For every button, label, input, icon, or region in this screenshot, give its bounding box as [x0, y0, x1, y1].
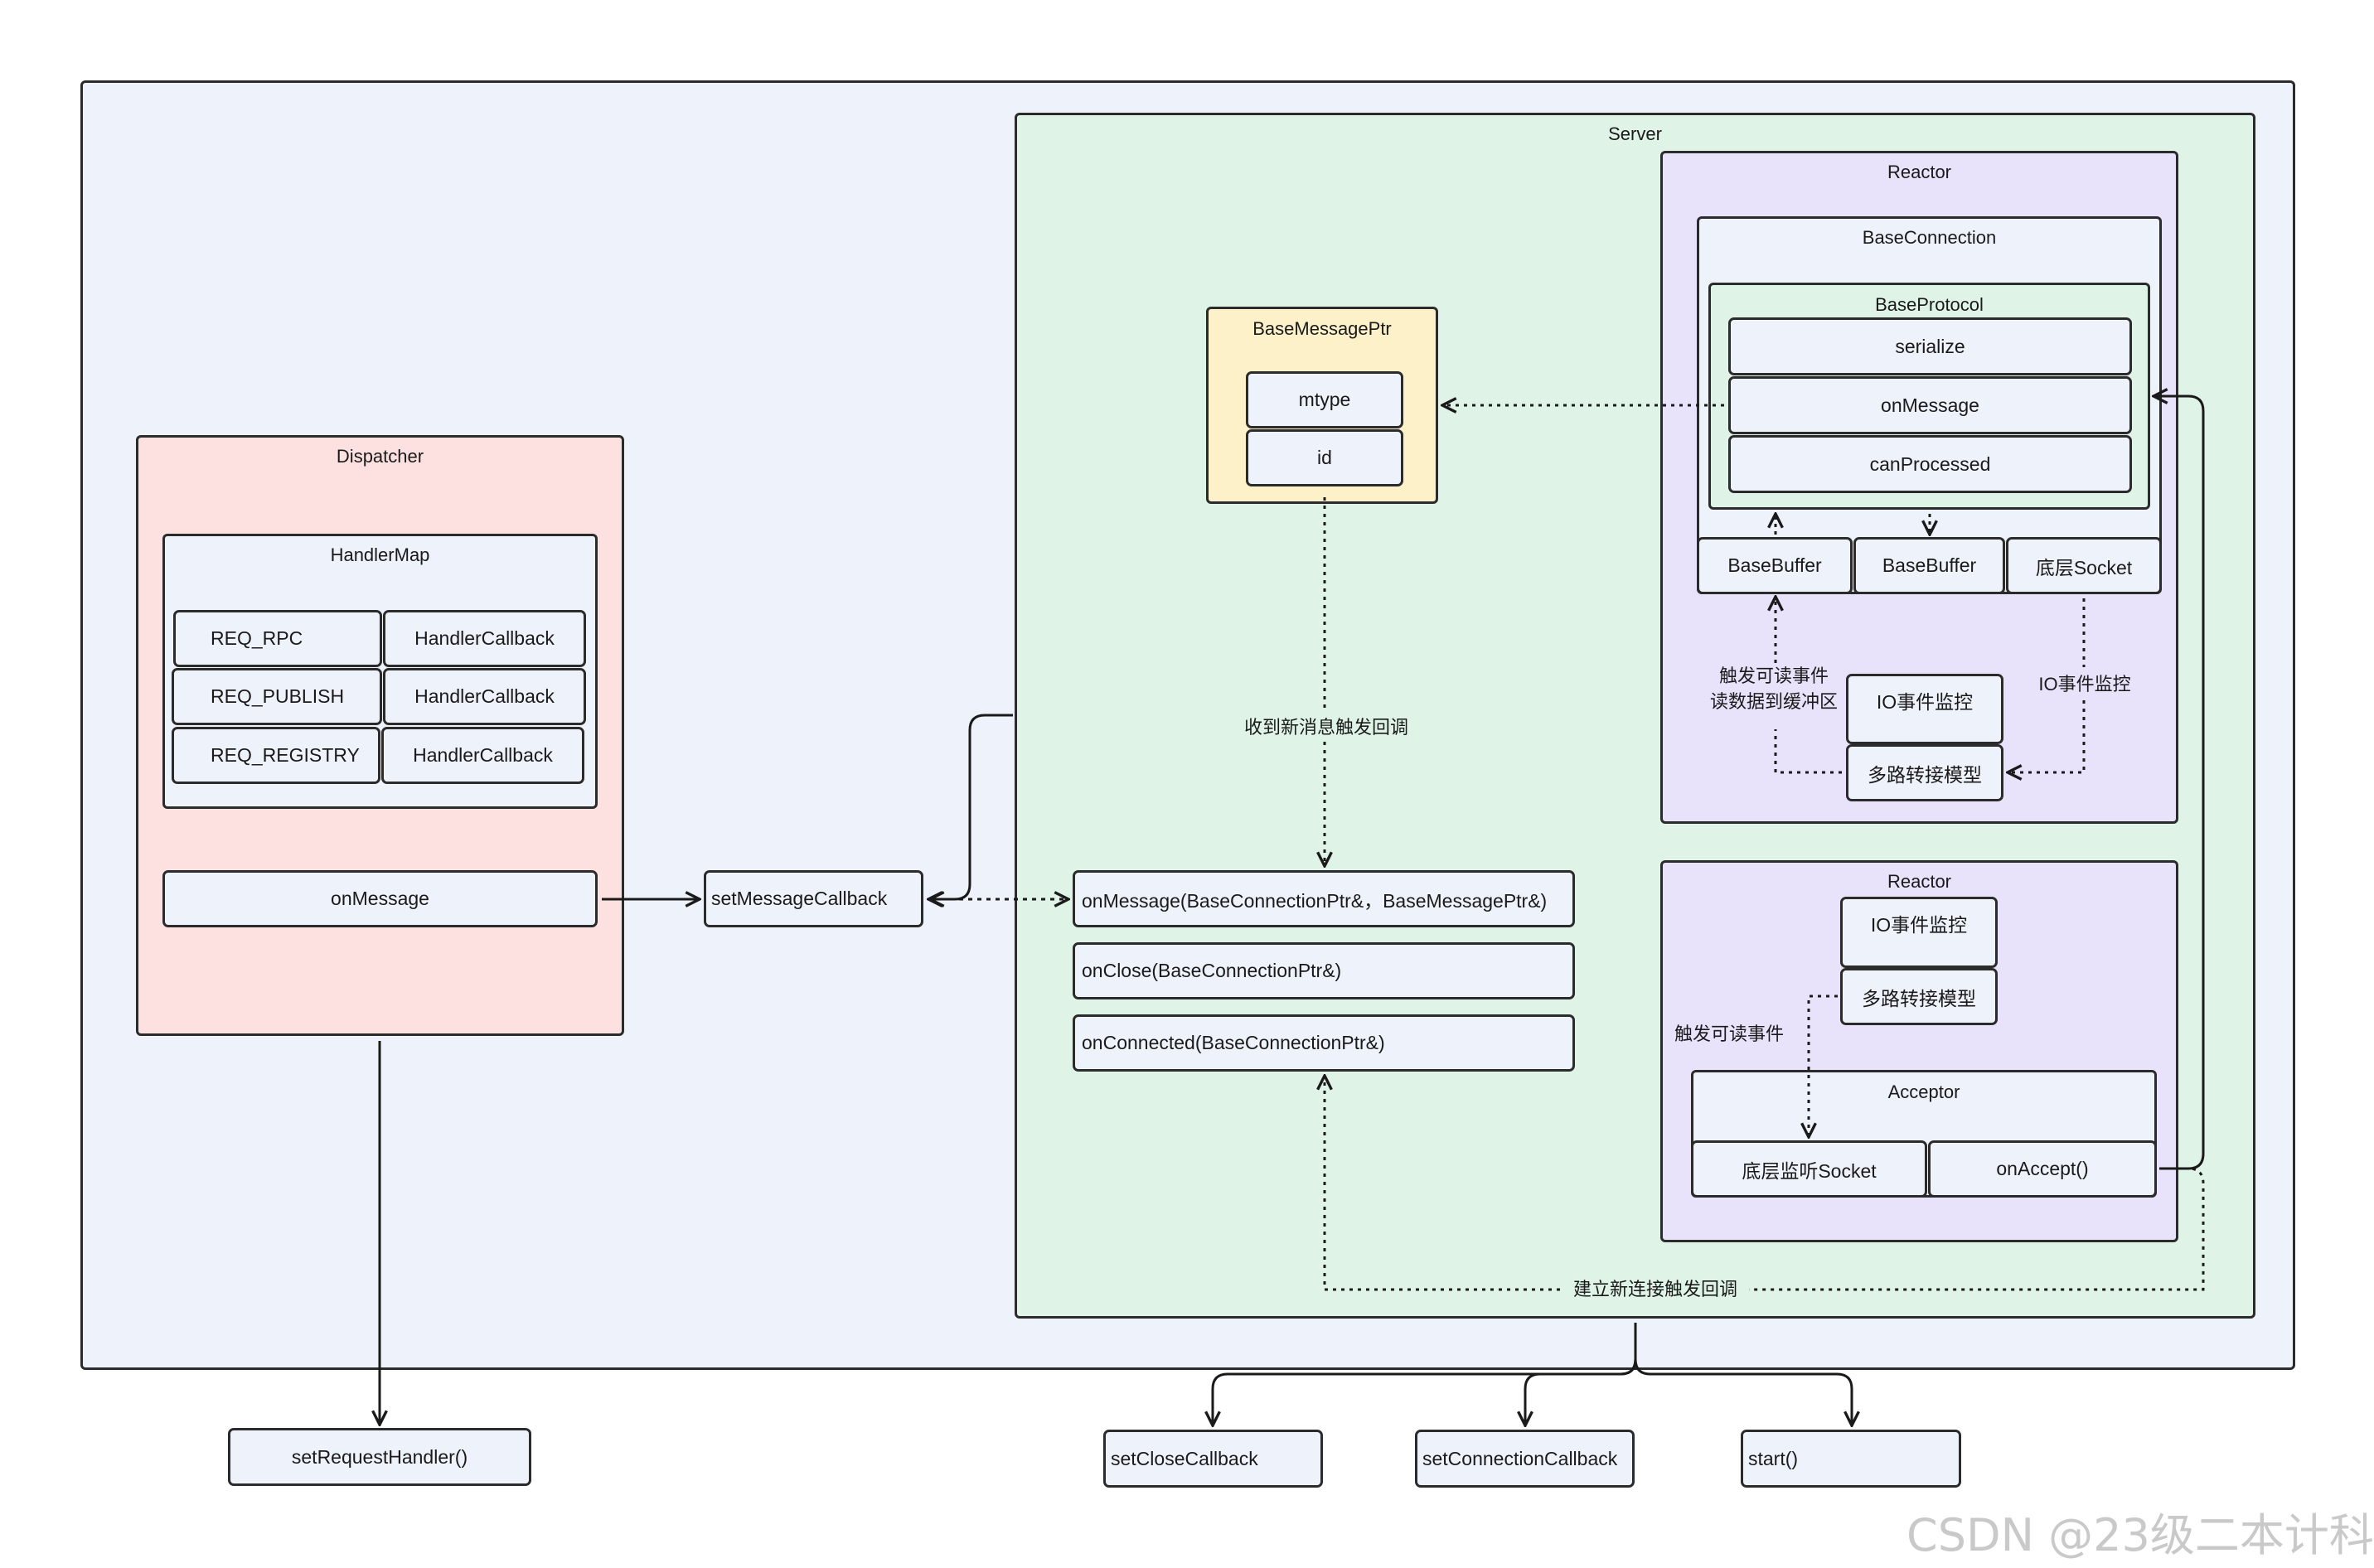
server-title: Server — [1608, 123, 1662, 144]
reactor-acceptor-title: Reactor — [1887, 871, 1952, 892]
base-buffer-write: BaseBuffer — [1853, 537, 2005, 594]
base-buffer-read: BaseBuffer — [1697, 537, 1853, 594]
message-id: id — [1246, 429, 1403, 486]
readable-event-label: 触发可读事件 读数据到缓冲区 — [1709, 665, 1838, 712]
protocol-can-processed: canProcessed — [1728, 435, 2132, 493]
listen-socket: 底层监听Socket — [1691, 1140, 1927, 1198]
protocol-on-message: onMessage — [1728, 376, 2132, 434]
base-protocol-title: BaseProtocol — [1875, 294, 1984, 315]
acceptor-io-monitor: IO事件监控 — [1840, 897, 1998, 968]
message-mtype: mtype — [1246, 371, 1403, 428]
watermark-text: CSDN @23级二本计科 — [1906, 1509, 2374, 1561]
io-event-monitor: IO事件监控 — [1846, 674, 2003, 744]
acceptor-readable-label: 触发可读事件 — [1674, 1024, 1785, 1044]
handler-map-value: HandlerCallback — [383, 668, 586, 725]
set-request-handler: setRequestHandler() — [228, 1428, 531, 1486]
dispatcher-on-message: onMessage — [162, 870, 598, 927]
set-message-callback: setMessageCallback — [704, 870, 923, 927]
set-close-callback: setCloseCallback — [1103, 1430, 1323, 1488]
set-connection-callback: setConnectionCallback — [1415, 1430, 1635, 1488]
underlying-socket: 底层Socket — [2006, 537, 2162, 594]
handler-map-title: HandlerMap — [330, 544, 430, 565]
server-on-close-callback: onClose(BaseConnectionPtr&) — [1073, 942, 1575, 999]
on-accept: onAccept() — [1928, 1140, 2157, 1198]
acceptor-multiplex-model: 多路转接模型 — [1840, 968, 1998, 1025]
handler-map-key: REQ_RPC — [173, 610, 382, 667]
reactor-title: Reactor — [1887, 162, 1952, 182]
base-connection-title: BaseConnection — [1862, 227, 1997, 248]
server-on-connected-callback: onConnected(BaseConnectionPtr&) — [1073, 1014, 1575, 1072]
server-on-message-callback: onMessage(BaseConnectionPtr&，BaseMessage… — [1073, 870, 1575, 927]
handler-map-value: HandlerCallback — [381, 727, 584, 784]
handler-map-key: REQ_REGISTRY — [172, 727, 380, 784]
dispatcher-title: Dispatcher — [336, 446, 424, 467]
io-monitor-label: IO事件监控 — [2023, 671, 2147, 697]
start-call: start() — [1741, 1430, 1961, 1488]
multiplex-model: 多路转接模型 — [1846, 744, 2003, 801]
protocol-serialize: serialize — [1728, 317, 2132, 375]
acceptor-title: Acceptor — [1887, 1082, 1960, 1102]
handler-map-value: HandlerCallback — [383, 610, 586, 667]
new-connection-label: 建立新连接触发回调 — [1564, 1276, 1747, 1302]
handler-map-key: REQ_PUBLISH — [172, 668, 382, 725]
base-message-ptr-title: BaseMessagePtr — [1252, 318, 1392, 339]
new-message-label: 收到新消息触发回调 — [1227, 714, 1426, 740]
